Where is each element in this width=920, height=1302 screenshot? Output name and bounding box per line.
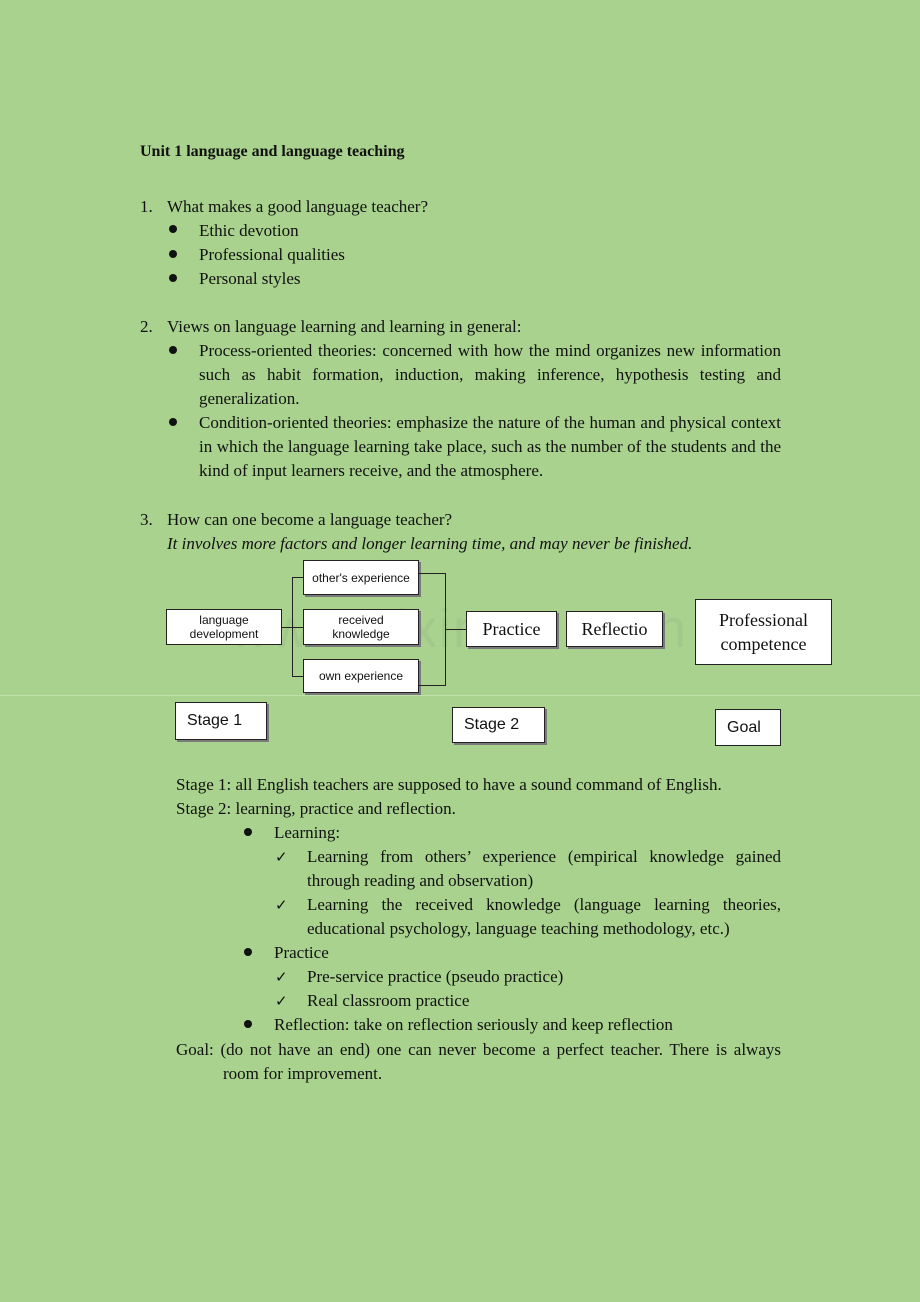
page-title: Unit 1 language and language teaching xyxy=(140,143,405,160)
bullet-icon xyxy=(244,1020,252,1028)
bullet-icon xyxy=(169,274,177,282)
check-icon: ✓ xyxy=(275,992,288,1010)
practice-box: Practice xyxy=(466,611,557,647)
learning-label: Learning: xyxy=(274,823,341,842)
goal-label: Goal xyxy=(715,709,781,746)
list-item: Condition-oriented theories: emphasize t… xyxy=(199,413,781,480)
professional-competence-box: Professional competence xyxy=(695,599,832,665)
list-item: Professional qualities xyxy=(199,245,345,264)
section-1-heading: What makes a good language teacher? xyxy=(167,197,429,216)
check-icon: ✓ xyxy=(275,896,288,914)
list-item: Real classroom practice xyxy=(307,991,470,1010)
bullet-icon xyxy=(244,828,252,836)
received-knowledge-box: received knowledge xyxy=(303,609,419,645)
section-3-number: 3. xyxy=(140,510,153,529)
section-2-heading: Views on language learning and learning … xyxy=(167,317,522,336)
goal-text: Goal: (do not have an end) one can never… xyxy=(176,1040,781,1083)
page-divider xyxy=(0,695,920,696)
bullet-icon xyxy=(169,346,177,354)
check-icon: ✓ xyxy=(275,848,288,866)
practice-label: Practice xyxy=(274,943,329,962)
stage-2-text: Stage 2: learning, practice and reflecti… xyxy=(176,799,456,818)
connector-line xyxy=(419,573,445,574)
bullet-icon xyxy=(169,418,177,426)
own-experience-box: own experience xyxy=(303,659,419,693)
section-2-number: 2. xyxy=(140,317,153,336)
stage-2-label: Stage 2 xyxy=(452,707,545,743)
check-icon: ✓ xyxy=(275,968,288,986)
bullet-icon xyxy=(244,948,252,956)
reflection-text: Reflection: take on reflection seriously… xyxy=(274,1015,673,1034)
section-1-number: 1. xyxy=(140,197,153,216)
section-3-heading: How can one become a language teacher? xyxy=(167,510,453,529)
list-item: Pre-service practice (pseudo practice) xyxy=(307,967,564,986)
connector-line xyxy=(292,676,303,677)
reflection-box: Reflectio xyxy=(566,611,663,647)
bullet-icon xyxy=(169,225,177,233)
list-item: Personal styles xyxy=(199,269,301,288)
stage-1-text: Stage 1: all English teachers are suppos… xyxy=(176,775,722,794)
list-item: Process-oriented theories: concerned wit… xyxy=(199,341,781,408)
connector-line xyxy=(292,577,303,578)
list-item: Learning from others’ experience (empiri… xyxy=(307,847,781,890)
section-3-note: It involves more factors and longer lear… xyxy=(167,534,693,553)
list-item: Ethic devotion xyxy=(199,221,299,240)
others-experience-box: other's experience xyxy=(303,560,419,595)
connector-line xyxy=(445,629,466,630)
connector-line xyxy=(419,685,445,686)
connector-line xyxy=(292,577,293,677)
bullet-icon xyxy=(169,250,177,258)
stage-1-label: Stage 1 xyxy=(175,702,267,740)
language-development-box: language development xyxy=(166,609,282,645)
list-item: Learning the received knowledge (languag… xyxy=(307,895,781,938)
